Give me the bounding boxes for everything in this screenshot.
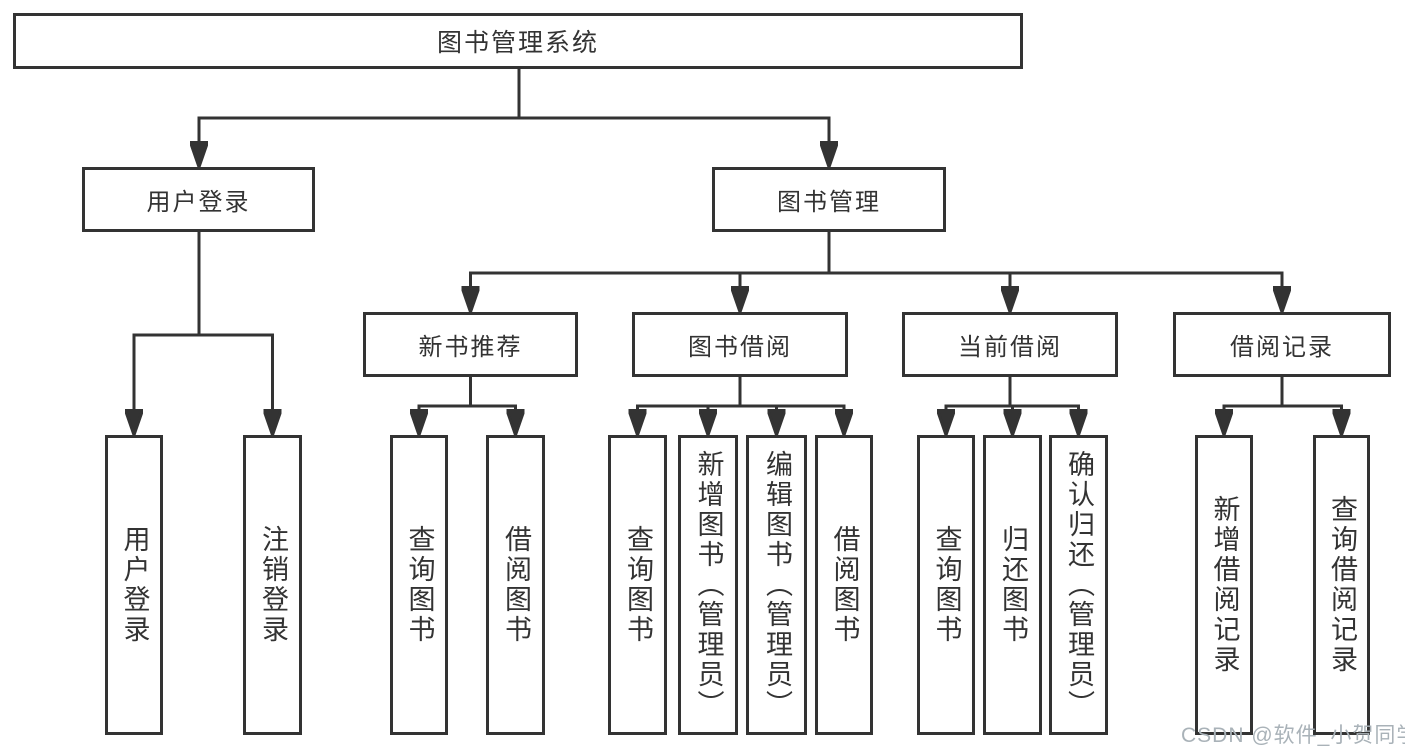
watermark: CSDN @软件_小贺同学 (1181, 724, 1405, 747)
leaf-query-borrow-record-label: 查询借阅记录 (1327, 495, 1357, 675)
leaf-query-books-newbook-label: 查询图书 (404, 525, 435, 645)
leaf-edit-books-admin: 编辑图书（管理员） (746, 435, 807, 735)
leaf-borrow-books-borrowing: 借阅图书 (815, 435, 873, 735)
leaf-query-books-borrowing-label: 查询图书 (623, 525, 653, 645)
node-book-management: 图书管理 (712, 167, 946, 232)
leaf-query-books-borrowing: 查询图书 (608, 435, 667, 735)
leaf-logout-label: 注销登录 (258, 525, 288, 645)
node-root-system: 图书管理系统 (13, 13, 1023, 69)
leaf-confirm-return-admin: 确认归还（管理员） (1049, 435, 1108, 735)
leaf-confirm-return-admin-label: 确认归还（管理员） (1064, 450, 1094, 720)
node-book-borrowing: 图书借阅 (632, 312, 848, 377)
leaf-logout: 注销登录 (243, 435, 302, 735)
leaf-query-books-current-label: 查询图书 (931, 525, 962, 645)
leaf-return-books-label: 归还图书 (998, 525, 1028, 645)
node-borrowing-records: 借阅记录 (1173, 312, 1391, 377)
node-current-borrowing: 当前借阅 (902, 312, 1118, 377)
leaf-add-borrow-record: 新增借阅记录 (1195, 435, 1253, 735)
leaf-return-books: 归还图书 (983, 435, 1042, 735)
leaf-edit-books-admin-label: 编辑图书（管理员） (762, 450, 792, 720)
leaf-add-books-admin: 新增图书（管理员） (678, 435, 738, 735)
leaf-query-books-newbook: 查询图书 (390, 435, 448, 735)
leaf-query-borrow-record: 查询借阅记录 (1313, 435, 1370, 735)
leaf-borrow-books-newbook-label: 借阅图书 (501, 525, 531, 645)
node-user-login: 用户登录 (82, 167, 315, 232)
leaf-query-books-current: 查询图书 (917, 435, 975, 735)
node-new-book-recommendation: 新书推荐 (363, 312, 578, 377)
leaf-borrow-books-newbook: 借阅图书 (486, 435, 545, 735)
leaf-user-login: 用户登录 (105, 435, 163, 735)
leaf-add-books-admin-label: 新增图书（管理员） (693, 450, 724, 720)
leaf-add-borrow-record-label: 新增借阅记录 (1209, 495, 1240, 675)
leaf-borrow-books-borrowing-label: 借阅图书 (829, 525, 860, 645)
leaf-user-login-label: 用户登录 (119, 525, 150, 645)
